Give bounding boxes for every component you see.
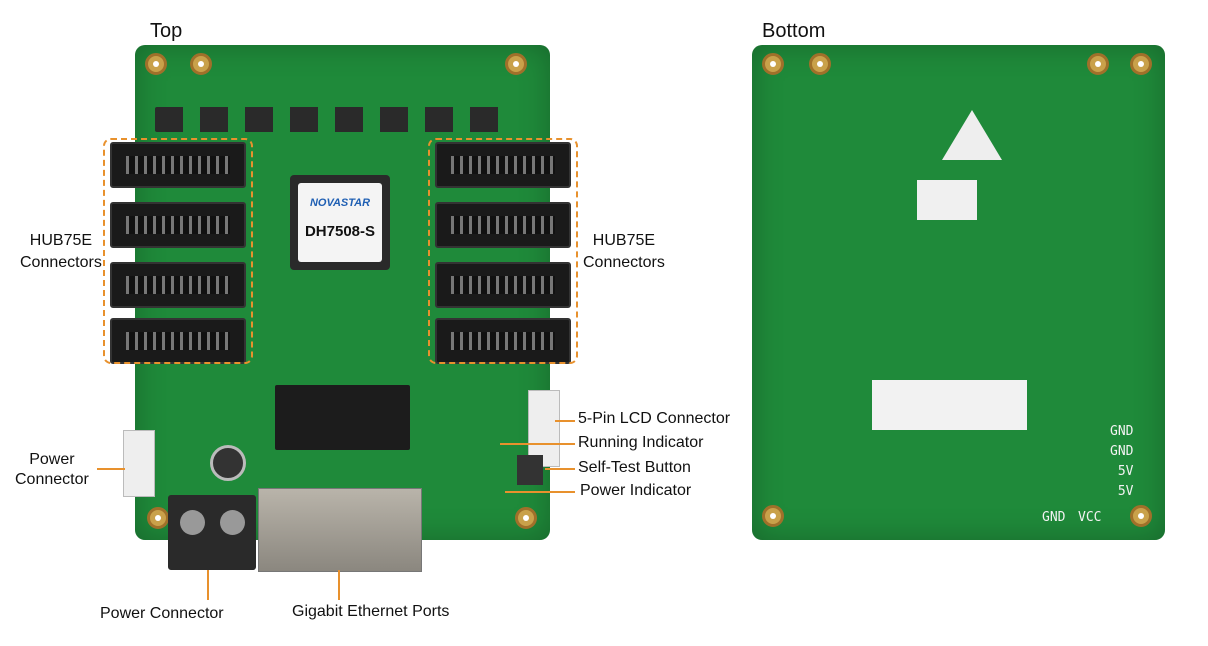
hub-left-highlight [103, 138, 253, 364]
hub-right-highlight [428, 138, 578, 364]
esd-warning-icon [942, 110, 1002, 160]
chip-brand: NOVASTAR [309, 197, 371, 209]
vcc-pad-label: VCC [1078, 510, 1102, 525]
terminal-block [168, 495, 256, 570]
self-test-button[interactable] [517, 455, 543, 485]
running-indicator-label: Running Indicator [578, 434, 704, 451]
lcd-connector [528, 390, 560, 467]
self-test-label: Self-Test Button [578, 459, 691, 476]
top-view-title: Top [150, 20, 183, 42]
blank-label [872, 380, 1027, 430]
power-indicator-label: Power Indicator [580, 482, 692, 499]
power-connector-4pin [123, 430, 155, 497]
chip-model: DH7508-S [304, 223, 376, 240]
ethernet-ports [258, 488, 422, 572]
bottom-view-title: Bottom [762, 20, 826, 42]
label-sticker [917, 180, 977, 220]
capacitor [210, 445, 246, 481]
ethernet-label: Gigabit Ethernet Ports [292, 603, 450, 620]
power-connector-bottom-label: Power Connector [100, 605, 224, 622]
gnd-pad-label: GND [1042, 510, 1066, 525]
main-chip: NOVASTAR DH7508-S [290, 175, 390, 270]
lcd-label: 5-Pin LCD Connector [578, 410, 731, 427]
